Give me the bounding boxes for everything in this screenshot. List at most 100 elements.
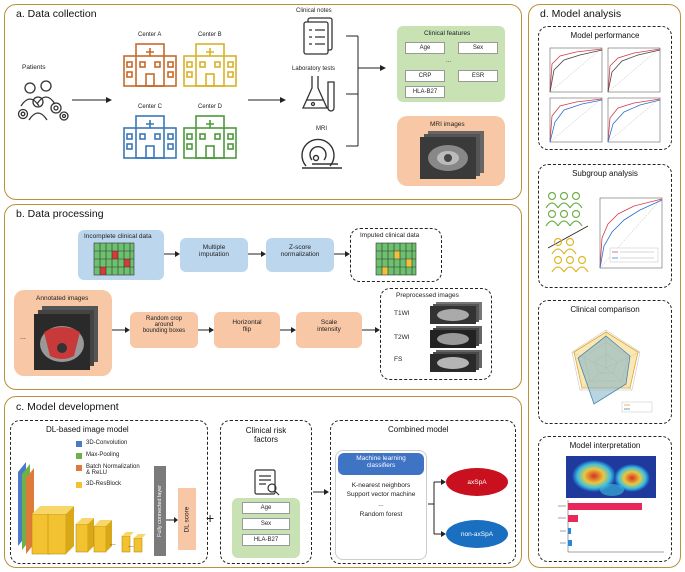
clinical-report-icon [254, 469, 280, 496]
center-d-label: Center D [198, 104, 223, 110]
clinical-comparison-title: Clinical comparison [570, 305, 640, 314]
hospital-icon-a [123, 43, 177, 87]
scale-intensity-box [296, 312, 362, 348]
horizontal-flip-box [214, 312, 280, 348]
center-a-label: Center A [138, 32, 162, 38]
combined-model-title: Combined model [388, 425, 449, 434]
arrow-b1 [164, 251, 180, 257]
subgroup-people-icon [545, 191, 589, 273]
dl-model-box [10, 420, 208, 564]
classifier-knn: K-nearest neighbors [351, 482, 411, 489]
cnn-dots-2: ... [128, 542, 134, 549]
model-interpretation-box [538, 436, 672, 562]
model-performance-title: Model performance [570, 31, 640, 40]
lab-flask-icon [301, 76, 335, 112]
feature-hla-b27: HLA-B27 [405, 86, 445, 98]
arrow-b5 [198, 327, 214, 333]
incomplete-data-grid [93, 242, 135, 276]
cnn-architecture [18, 462, 146, 555]
imputed-clinical-label: Imputed clinical data [360, 232, 420, 239]
feature-importance-bars [558, 500, 664, 553]
mri-image-stack [420, 131, 484, 179]
outcome-axspa: axSpA [446, 468, 508, 496]
clinical-comparison-box [538, 300, 672, 424]
legend-bn-swatch [76, 465, 82, 471]
risk-age: Age [242, 502, 290, 514]
ml-classifiers-label: Machine learning classifiers [356, 455, 406, 469]
arrow-centers-data [248, 97, 286, 103]
feature-ellipsis: ... [446, 58, 452, 64]
panel-data-processing [4, 204, 522, 390]
fc-layer-bar [154, 466, 166, 556]
horizontal-flip-label: Horizontal flip [232, 319, 262, 333]
clinical-risk-box [220, 420, 312, 564]
incomplete-clinical-label: Incomplete clinical data [84, 233, 152, 240]
arrow-b7 [362, 327, 380, 333]
clinical-features-title: Clinical features [424, 30, 471, 37]
t1wi-image-stack [430, 302, 482, 324]
feature-crp: CRP [405, 70, 445, 82]
legend-pool-swatch [76, 453, 82, 459]
sequence-t2wi: T2WI [394, 334, 410, 341]
radar-chart [571, 329, 653, 413]
patients-icon [17, 80, 69, 121]
arrow-b2 [248, 251, 266, 257]
multiple-imputation-box [180, 238, 248, 272]
legend-pool-label: Max-Pooling [86, 452, 120, 458]
bracket-arrow-sources [346, 35, 386, 147]
arrow-risk-combined [313, 489, 329, 495]
clinical-notes-label: Clinical notes [296, 8, 332, 14]
heatmap-image [566, 456, 656, 498]
dl-score-box [178, 488, 196, 550]
mri-label: MRI [316, 126, 327, 132]
hospital-icon-b [183, 43, 237, 87]
panel-c-title: c. Model development [16, 401, 119, 413]
panel-model-development [4, 396, 522, 568]
hospital-icon-d [183, 115, 237, 159]
clinical-notes-icon [303, 17, 333, 55]
plus-sign: + [206, 510, 215, 526]
dl-score-label: DL score [183, 506, 191, 533]
classifier-svm: Support vector machine [346, 491, 416, 498]
cnn-dots-1: ... [110, 540, 116, 547]
subgroup-analysis-title: Subgroup analysis [572, 169, 638, 178]
fs-image-stack [430, 350, 482, 372]
feature-age: Age [405, 42, 445, 54]
sequence-fs: FS [394, 356, 403, 363]
hospital-icon-c [123, 115, 177, 159]
random-crop-box [130, 312, 198, 348]
t2wi-image-stack [430, 326, 482, 348]
fc-layer-label: Fully connected layer [157, 485, 163, 537]
model-interpretation-title: Model interpretation [569, 441, 641, 450]
legend-res-label: 3D-ResBlock [86, 481, 122, 487]
legend-bn-label: Batch Normalization & ReLU [86, 464, 140, 477]
preprocessed-images-label: Preprocessed images [396, 292, 459, 299]
subgroup-roc-chart [599, 197, 663, 269]
panel-a-title: a. Data collection [16, 8, 97, 20]
panel-d-title: d. Model analysis [540, 8, 622, 20]
multiple-imputation-label: Multiple imputation [199, 244, 229, 258]
lab-tests-label: Laboratory tests [292, 66, 336, 72]
legend-res-swatch [76, 482, 82, 488]
patients-label: Patients [22, 64, 46, 71]
arrow-fc-score [166, 517, 178, 523]
center-b-label: Center B [198, 32, 222, 38]
model-performance-box [538, 26, 672, 150]
feature-esr: ESR [458, 70, 498, 82]
center-c-label: Center C [138, 104, 163, 110]
annotated-images-label: Annotated images [36, 295, 89, 302]
annotated-mri-image [34, 306, 98, 370]
panel-data-collection [4, 4, 522, 200]
sequence-t1wi: T1WI [394, 310, 410, 317]
arrows-outcomes [428, 479, 446, 537]
zscore-label: Z-score normalization [280, 244, 320, 258]
risk-sex: Sex [242, 518, 290, 530]
preprocessed-images-box [380, 288, 492, 380]
legend-conv-swatch [76, 441, 82, 447]
classifier-rf: Random forest [359, 511, 403, 518]
mri-images-title: MRI images [430, 121, 465, 128]
classifier-ellipsis: ... [378, 501, 384, 508]
ml-classifiers-header [338, 453, 424, 475]
roc-curves-grid [549, 47, 661, 143]
random-crop-label: Random crop around bounding boxes [142, 316, 186, 334]
